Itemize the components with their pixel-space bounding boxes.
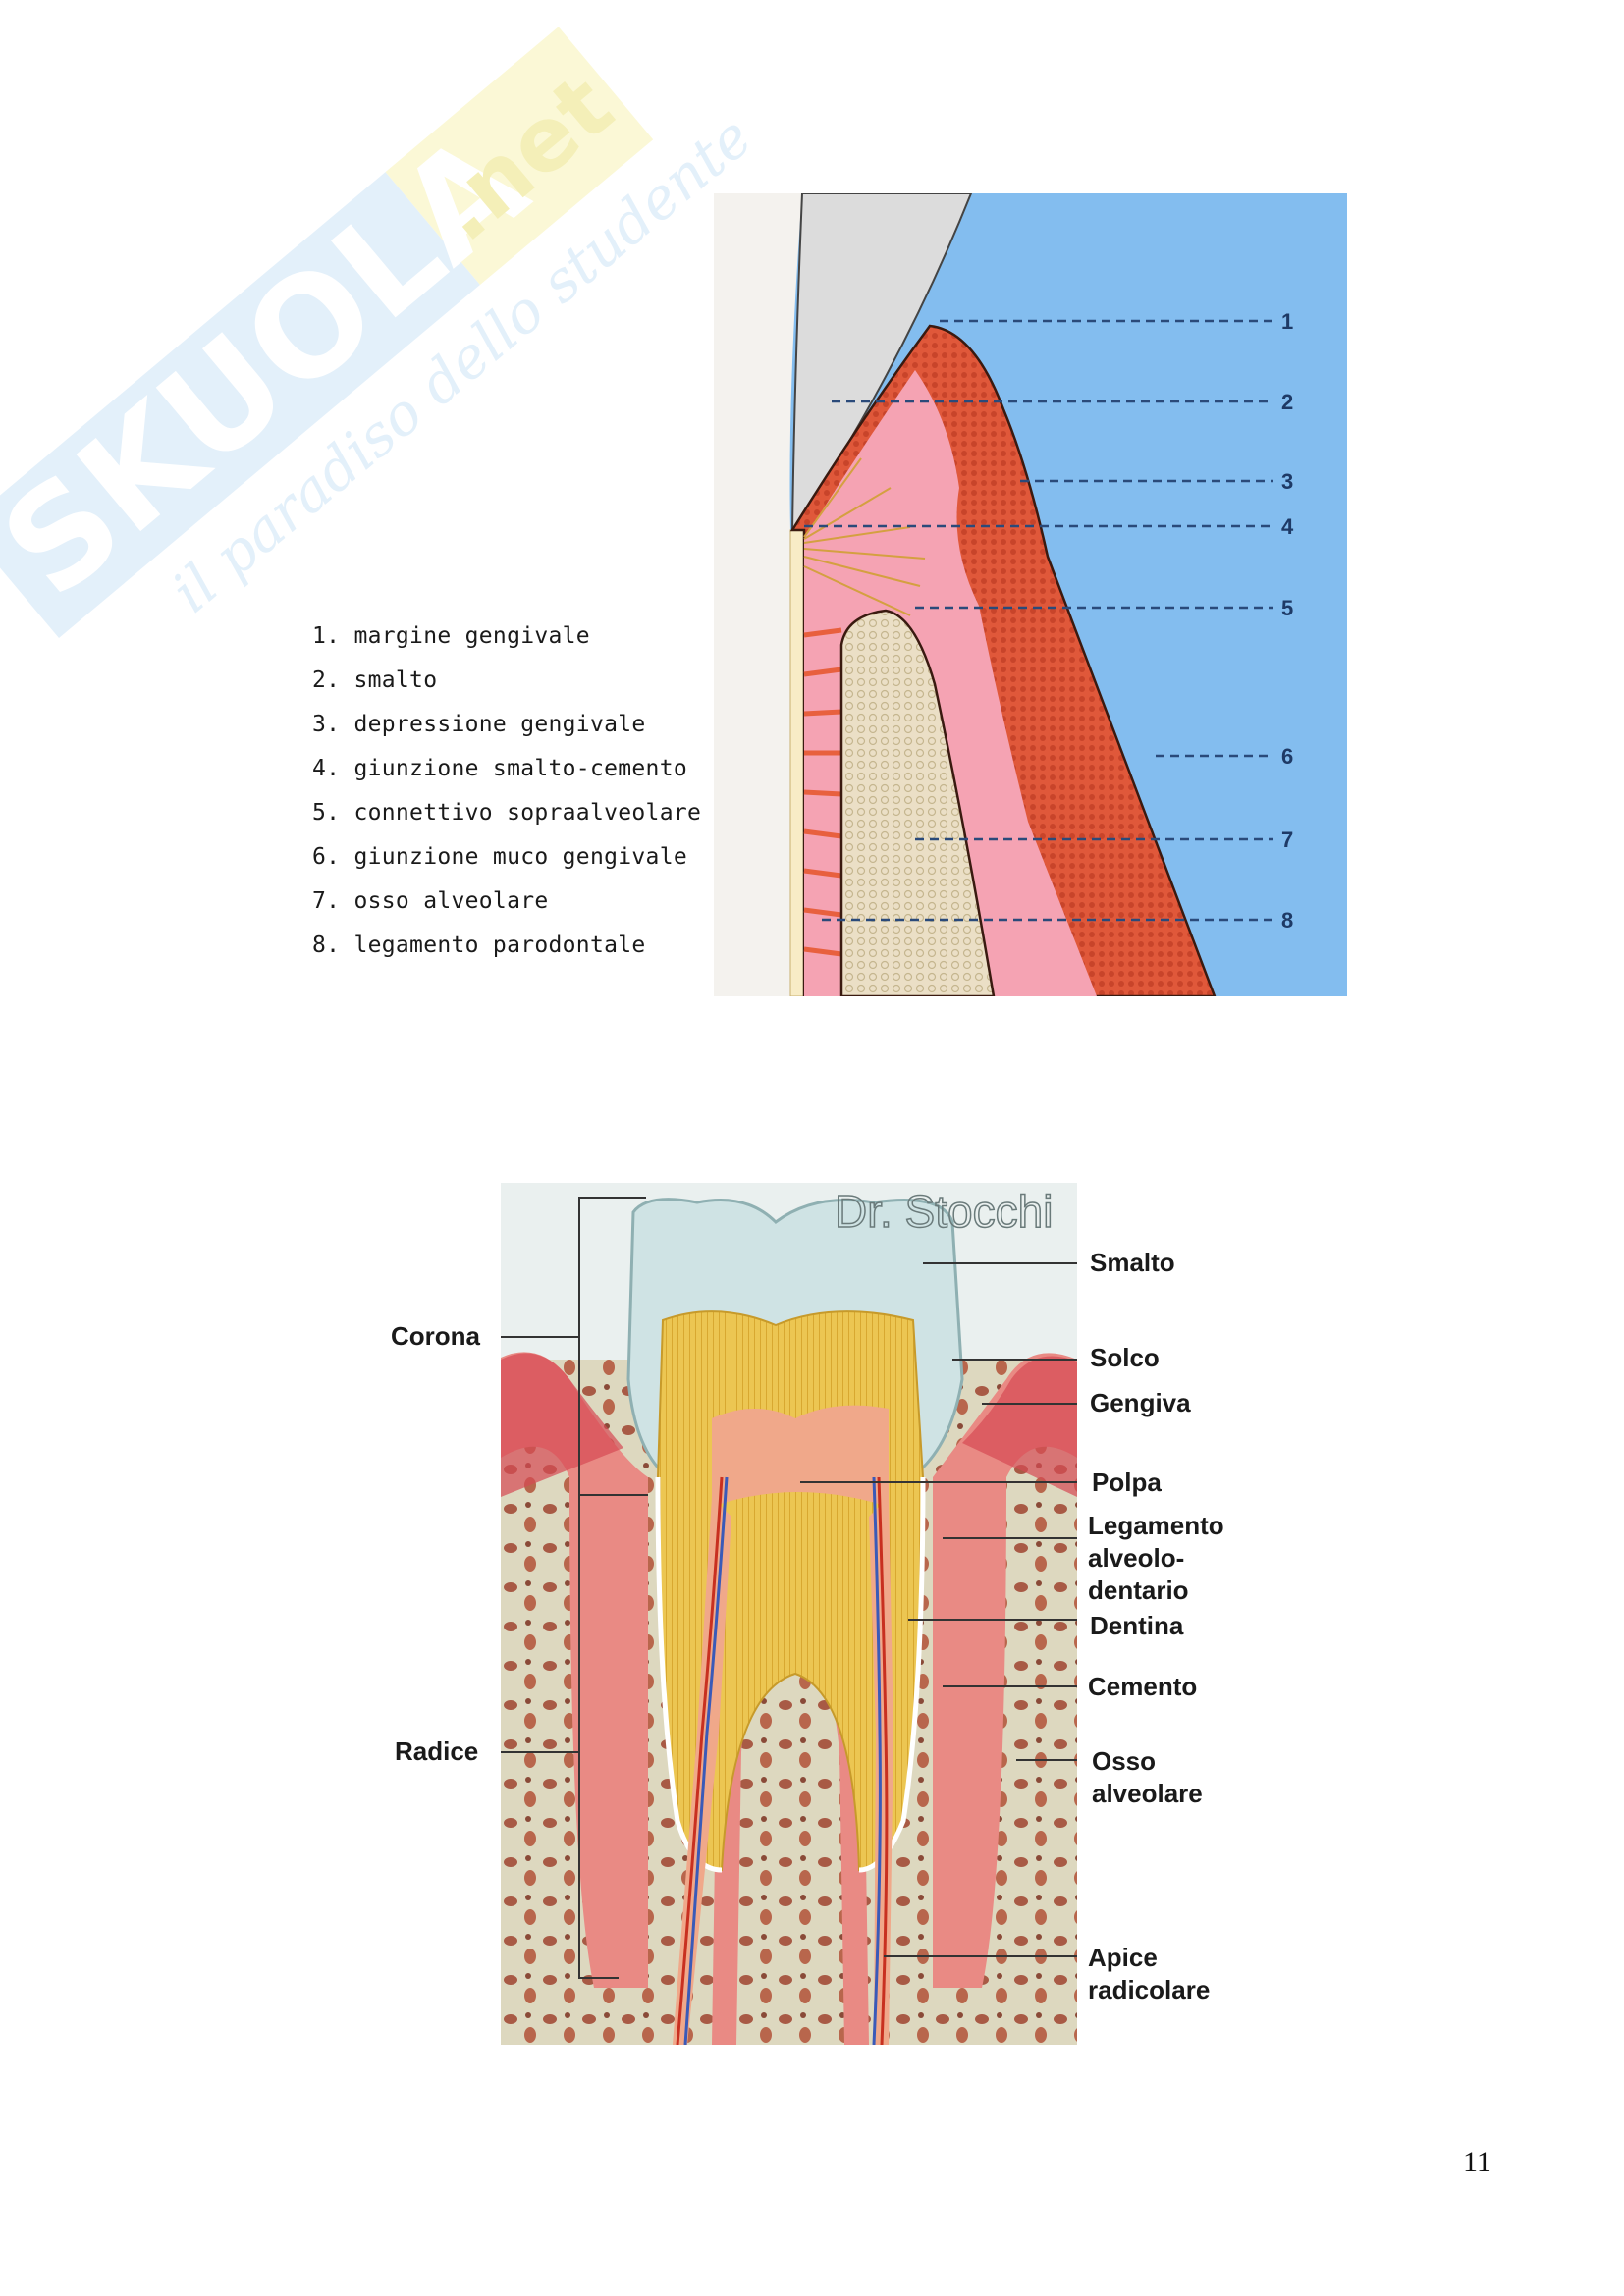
label-radice: Radice [395, 1736, 479, 1766]
svg-text:6: 6 [1281, 744, 1293, 769]
legend-item: 7. osso alveolare [312, 888, 549, 914]
svg-text:3: 3 [1281, 469, 1293, 494]
artery-left [676, 1476, 724, 2045]
legend-item: 1. margine gengivale [312, 623, 590, 649]
watermark-suffix: .net [413, 55, 631, 261]
credit-watermark: Dr. Stocchi [835, 1186, 1053, 1237]
gingival-fibers [803, 457, 926, 616]
watermark-brand: SKUOLA [0, 104, 556, 628]
label-dentina: Dentina [1090, 1611, 1184, 1640]
callout-numbers: 1 2 3 4 5 6 7 8 [1281, 309, 1294, 933]
figure1-legend: 1. margine gengivale 2. smalto 3. depres… [312, 620, 701, 974]
label-osso-alveolare: Osso alveolare [1092, 1746, 1203, 1808]
svg-text:7: 7 [1281, 828, 1293, 852]
artery-right [877, 1476, 889, 2045]
legend-item: 2. smalto [312, 667, 438, 693]
label-cemento: Cemento [1088, 1672, 1198, 1701]
alveolar-bone [839, 609, 996, 996]
svg-text:4: 4 [1281, 514, 1294, 539]
legend-item: 3. depressione gengivale [312, 712, 646, 737]
watermark-tagline: il paradiso dello studente [159, 103, 764, 625]
svg-text:1: 1 [1281, 309, 1293, 334]
svg-text:8: 8 [1281, 908, 1293, 933]
legend-item: 6. giunzione muco gengivale [312, 844, 687, 870]
pulp-chamber [712, 1405, 889, 1507]
page-number: 11 [1463, 2146, 1491, 2178]
vein-right [872, 1476, 882, 2045]
legend-item: 4. giunzione smalto-cemento [312, 756, 687, 781]
callout-lines [804, 319, 1273, 922]
label-smalto: Smalto [1090, 1248, 1175, 1277]
periodontium-diagram: 1 2 3 4 5 6 7 8 [714, 193, 1347, 996]
leader-lines [501, 1197, 1077, 1979]
svg-text:2: 2 [1281, 390, 1293, 414]
watermark-suffix-band [385, 27, 654, 286]
label-apice-radicolare: Apice radicolare [1088, 1943, 1211, 2004]
tooth [714, 193, 802, 996]
watermark-brand-band [0, 172, 480, 638]
periodontal-ligament-fibers [803, 627, 842, 957]
legend-item: 5. connettivo sopraalveolare [312, 800, 702, 826]
label-corona: Corona [391, 1321, 480, 1351]
tooth-anatomy-diagram: Dr. Stocchi [501, 1183, 1077, 2045]
label-gengiva: Gengiva [1090, 1388, 1191, 1417]
label-polpa: Polpa [1092, 1468, 1162, 1497]
gum-left [501, 1352, 648, 1988]
gum-right [933, 1353, 1077, 1988]
label-legamento: Legamento alveolo- dentario [1088, 1511, 1224, 1605]
vein-left [683, 1476, 729, 2045]
label-solco: Solco [1090, 1343, 1160, 1372]
legend-item: 8. legamento parodontale [312, 933, 646, 958]
cementum [789, 529, 805, 996]
svg-text:5: 5 [1281, 596, 1293, 620]
